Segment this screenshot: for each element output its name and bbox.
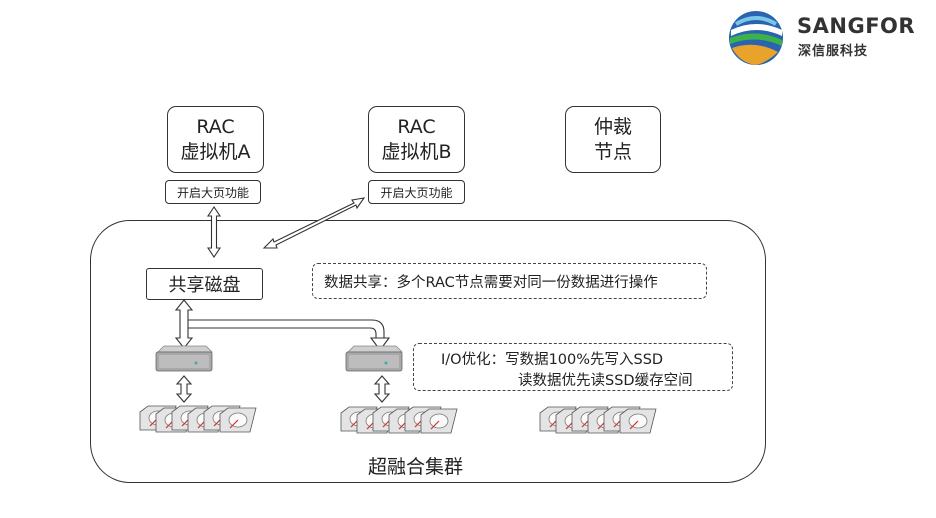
- arrow-b-to-disk: [262, 197, 366, 249]
- rac-vm-b: RAC 虚拟机B: [368, 106, 465, 173]
- rac-vm-b-line1: RAC: [397, 115, 436, 138]
- ssd-server-icon-2: [345, 345, 403, 372]
- cluster-label: 超融合集群: [368, 456, 464, 478]
- disk-arm: [229, 419, 239, 429]
- hdd-stack-icon-3: [539, 406, 657, 434]
- sangfor-logo-icon: [729, 11, 783, 65]
- rac-vm-b-feature: 开启大页功能: [368, 180, 465, 204]
- rac-vm-a-line2: 虚拟机A: [180, 140, 251, 163]
- data-sharing-note: 数据共享：多个RAC节点需要对同一份数据进行操作: [312, 263, 707, 299]
- rac-vm-a-feature: 开启大页功能: [165, 180, 261, 204]
- hyperconverged-cluster: [90, 220, 766, 483]
- arrow-disk-to-server-2: [188, 319, 391, 351]
- sangfor-logo: SANGFOR 深信服科技: [726, 8, 926, 68]
- arrow-server-to-disks-2: [373, 375, 391, 403]
- io-optimization-note: I/O优化：写数据100%先写入SSD 读数据优先读SSD缓存空间: [413, 343, 733, 391]
- arbiter-node: 仲裁 节点: [565, 106, 661, 173]
- arbiter-node-line2: 节点: [593, 140, 632, 163]
- shared-disk: 共享磁盘: [146, 268, 263, 300]
- hdd-stack-icon-1: [139, 405, 257, 433]
- brand-name-cn: 深信服科技: [798, 44, 869, 59]
- rac-vm-a-line1: RAC: [196, 115, 235, 138]
- disk-arm: [629, 420, 639, 430]
- arrow-disk-to-server-1: [174, 299, 194, 349]
- data-sharing-text: 数据共享：多个RAC节点需要对同一份数据进行操作: [324, 274, 658, 291]
- rac-vm-a: RAC 虚拟机A: [167, 106, 264, 173]
- arrow-a-to-disk: [206, 206, 222, 258]
- arbiter-node-line1: 仲裁: [593, 115, 632, 138]
- hdd-stack-icon-2: [340, 406, 458, 434]
- arrow-server-to-disks-1: [175, 375, 193, 403]
- rac-vm-b-line2: 虚拟机B: [381, 140, 452, 163]
- io-line2: 读数据优先读SSD缓存空间: [518, 373, 693, 389]
- io-line1: I/O优化：写数据100%先写入SSD: [441, 352, 664, 368]
- ssd-server-icon-1: [155, 345, 213, 372]
- disk-arm: [430, 420, 440, 430]
- brand-name: SANGFOR: [797, 14, 916, 38]
